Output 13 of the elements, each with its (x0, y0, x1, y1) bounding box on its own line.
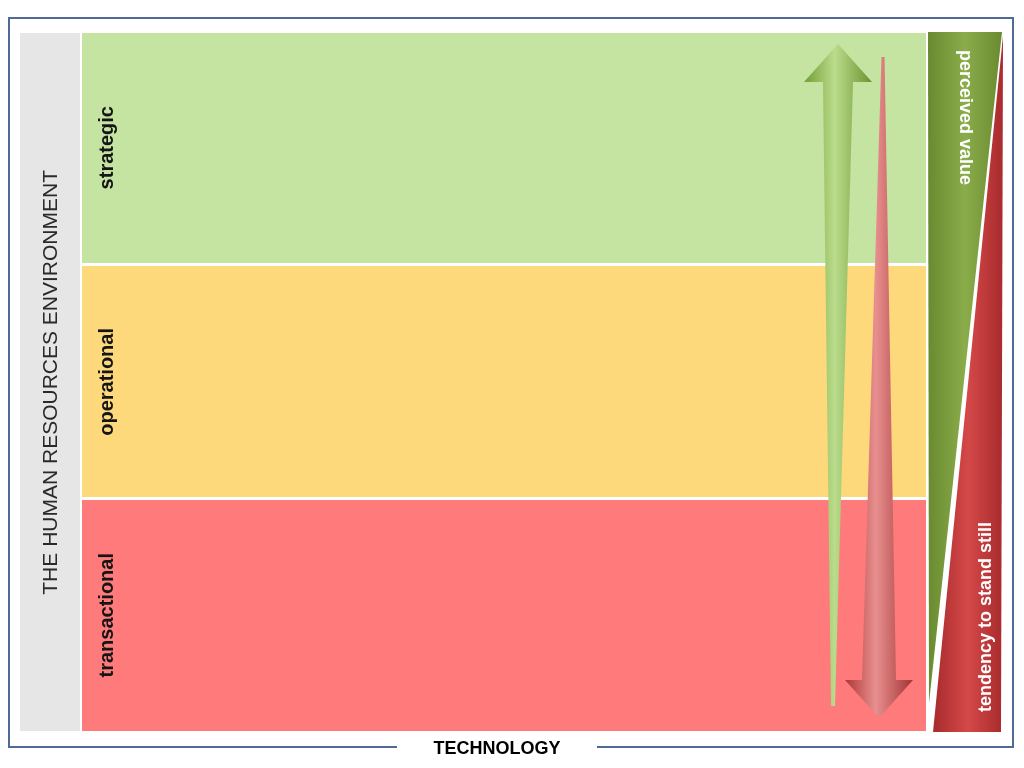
side-panel (20, 33, 80, 731)
downward-arrow (845, 57, 913, 718)
band (82, 500, 926, 731)
wedge-label: tendency to stand still (975, 521, 996, 712)
band-label: operational (95, 327, 117, 436)
frame-title: TECHNOLOGY (433, 738, 561, 758)
axis-label: THE HUMAN RESOURCES ENVIRONMENT (38, 169, 62, 595)
band (82, 266, 926, 497)
band-label: transactional (95, 553, 117, 678)
band (82, 33, 926, 263)
band-label: strategic (95, 106, 117, 190)
wedge-label: perceived value (955, 50, 976, 186)
upward-arrow (804, 44, 872, 706)
